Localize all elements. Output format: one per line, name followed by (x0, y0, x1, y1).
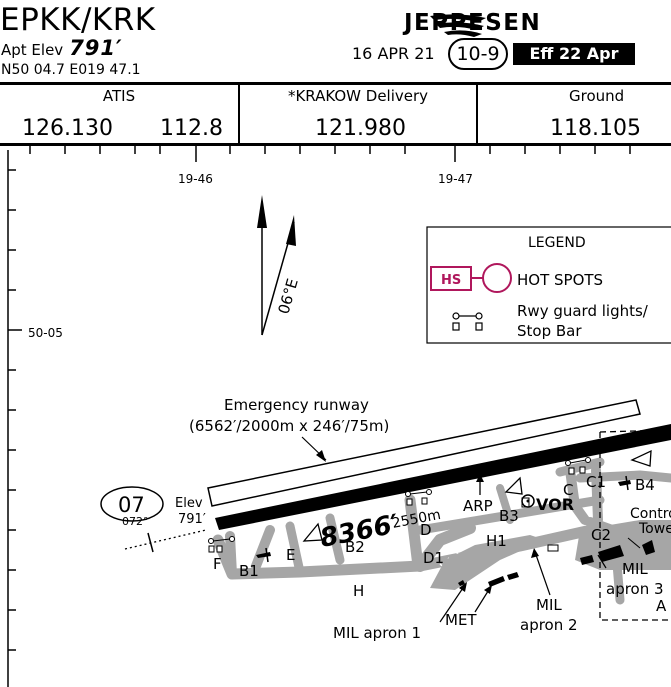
wind-indicator-icon (504, 476, 523, 495)
elevation-value: 791′ (69, 36, 123, 60)
legend: LEGEND HS HOT SPOTS Rwy guard lights/ St… (426, 226, 671, 344)
emergency-runway-dims: (6562′/2000m x 246′/75m) (189, 417, 389, 435)
north-arrow-icon (257, 195, 296, 336)
chart-date: 16 APR 21 (352, 44, 435, 63)
taxiway-label: B4 (635, 476, 655, 494)
mil-apron-1-area (430, 535, 545, 590)
apron-boundary (599, 432, 671, 621)
buildings (458, 497, 655, 587)
guard-lights-icon (452, 312, 483, 331)
freq-cell-delivery: *KRAKOW Delivery 121.980 (240, 85, 478, 143)
freq-value: 112.8 (160, 116, 223, 141)
taxiway-label: B2 (345, 538, 365, 556)
chart-index: 10-9 (448, 38, 508, 70)
emergency-runway (207, 399, 641, 507)
elevation-label: Apt Elev (1, 41, 64, 59)
mil-apron-2-label: MIL (536, 596, 562, 614)
met-label: MET (445, 611, 477, 629)
hot-spot-code: HS (441, 273, 461, 288)
airport-elevation: Apt Elev 791′ (1, 38, 123, 60)
legend-guard-lights: Rwy guard lights/ (517, 302, 649, 320)
taxiway-label: F (213, 555, 222, 573)
border-ticks (7, 146, 631, 687)
control-tower-label: Towe (638, 521, 671, 537)
freq-cell-atis: ATIS 126.130 112.8 (0, 85, 240, 143)
legend-hot-spots: HOT SPOTS (517, 271, 603, 289)
airport-code: EPKK/KRK (0, 2, 156, 38)
legend-title: LEGEND (528, 235, 586, 251)
taxiway-label: H1 (486, 532, 507, 550)
stop-bar-icon (208, 457, 591, 553)
mil-apron-2-label: apron 2 (520, 616, 578, 634)
taxiway-label: D (420, 521, 432, 539)
frequency-box: ATIS 126.130 112.8 *KRAKOW Delivery 121.… (0, 82, 671, 146)
freq-value: 118.105 (550, 116, 641, 141)
aircraft-icon (256, 475, 631, 563)
mil-apron-1-label: MIL apron 1 (333, 624, 421, 642)
taxiway-label: B3 (499, 507, 519, 525)
legend-stop-bar: Stop Bar (517, 322, 582, 340)
taxiway-label: C2 (591, 526, 611, 544)
threshold-elev-value: 791′ (178, 512, 206, 527)
freq-title: Ground (569, 87, 625, 105)
extended-centerline (124, 529, 207, 550)
freq-cell-ground: Ground 118.105 (478, 85, 671, 143)
mil-apron-3-label: MIL (622, 560, 648, 578)
taxiway-label: H (353, 582, 364, 600)
grid-label-lon: 19-47 (438, 172, 473, 186)
emergency-runway-title: Emergency runway (224, 396, 369, 414)
wind-indicator-icon (630, 449, 652, 467)
taxiway-label: E (286, 546, 295, 564)
magnetic-variation: 06°E (275, 276, 302, 316)
airport-coordinates: N50 04.7 E019 47.1 (1, 62, 141, 78)
runway-heading: 072° (122, 515, 149, 528)
taxiway-label: D1 (423, 549, 444, 567)
vor-label: VOR (536, 495, 574, 514)
effective-date-badge: Eff 22 Apr (513, 43, 635, 65)
freq-title: *KRAKOW Delivery (287, 87, 429, 105)
grid-label-lat: 50-05 (28, 326, 63, 340)
brand-name: JEPPESEN (404, 10, 542, 36)
jeppesen-swoosh-icon (430, 14, 486, 37)
runway-07-25 (215, 424, 671, 530)
vor-icon (521, 494, 535, 508)
taxiway-label: A (656, 597, 667, 615)
slope-triangle-icon (302, 522, 323, 542)
arp-label: ARP (463, 497, 493, 515)
hot-spot-circle-icon (482, 263, 512, 293)
runway-number-ellipse (100, 486, 164, 522)
taxiway-label: B1 (239, 562, 259, 580)
grid-label-lon: 19-46 (178, 172, 213, 186)
threshold-elev-label: Elev (175, 496, 203, 511)
runway-number: 07 (118, 493, 145, 517)
taxiway-label: C (563, 481, 573, 499)
mil-apron-3-label: apron 3 (606, 580, 664, 598)
control-tower-label: Contro (630, 506, 671, 522)
freq-title: ATIS (102, 87, 136, 105)
freq-value: 121.980 (315, 116, 406, 141)
taxiway-label: C1 (586, 473, 606, 491)
freq-value: 126.130 (22, 116, 113, 141)
